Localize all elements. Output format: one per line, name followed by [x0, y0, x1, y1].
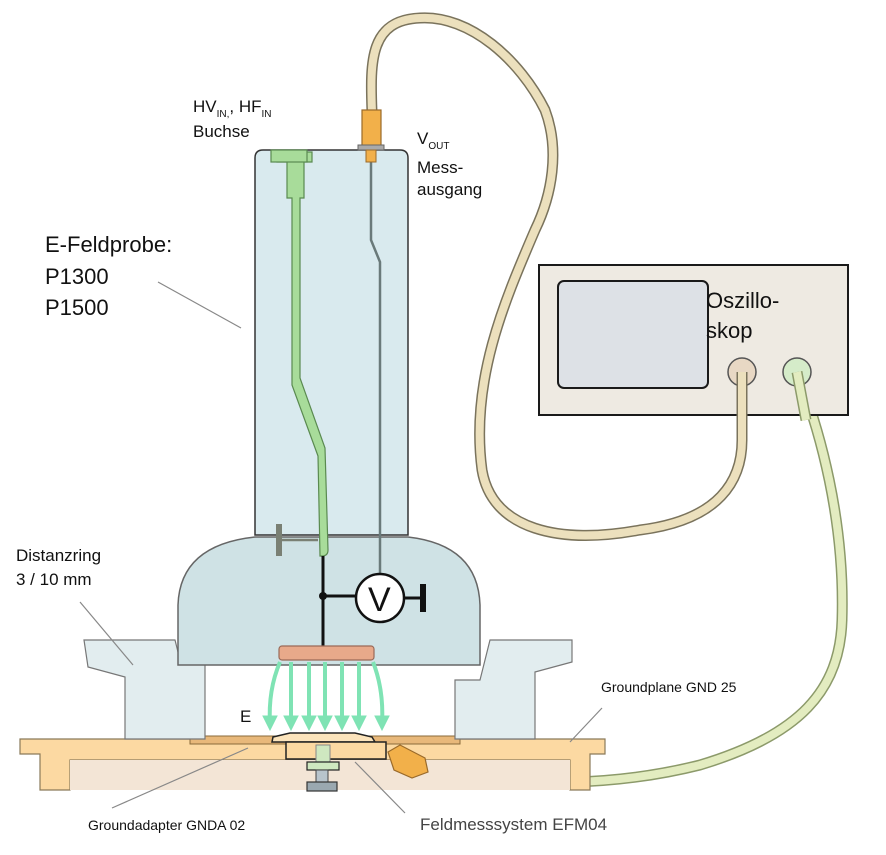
- oscilloscope: Oszillo- skop: [538, 264, 849, 422]
- ausgang-label: ausgang: [417, 180, 482, 199]
- buchse-label: Buchse: [193, 122, 250, 141]
- signal-wire: [369, 160, 382, 578]
- ground-symbol: [420, 584, 426, 612]
- e-field-probe: V: [177, 149, 481, 666]
- capacitor-plate: [276, 524, 282, 556]
- oscilloscope-label-line2: skop: [706, 318, 752, 343]
- electrode: [278, 645, 375, 661]
- probe-base: [177, 536, 481, 666]
- distanzring-label-line1: Distanzring: [16, 546, 101, 565]
- probe-label-line2: P1300: [45, 264, 109, 289]
- vout-label: VOUT: [417, 129, 449, 152]
- hv-input-label: HVIN,, HFIN: [193, 97, 272, 120]
- efm-connector: [387, 744, 429, 779]
- groundplane-label: Groundplane GND 25: [601, 679, 737, 695]
- vout-cable: [365, 12, 748, 541]
- hv-socket: [270, 149, 308, 163]
- voltmeter-label: V: [368, 581, 391, 619]
- hv-conductor: [276, 151, 329, 557]
- distanzring: [83, 639, 573, 740]
- vout-connector: [357, 109, 385, 163]
- distanzring-label-line2: 3 / 10 mm: [16, 570, 92, 589]
- probe-housing: [254, 149, 409, 536]
- efm04-label: Feldmesssystem EFM04: [420, 815, 607, 834]
- groundadapter-label: Groundadapter GNDA 02: [88, 817, 245, 833]
- probe-label-line3: P1500: [45, 295, 109, 320]
- e-field-label: E: [240, 707, 251, 726]
- oscilloscope-label-line1: Oszillo-: [706, 288, 779, 313]
- e-field-arrows: [262, 661, 390, 732]
- leader-lines: [79, 281, 603, 814]
- oscilloscope-screen: [557, 280, 709, 389]
- efm04-sensor: [271, 732, 429, 792]
- mess-label: Mess-: [417, 158, 463, 177]
- probe-label-line1: E-Feldprobe:: [45, 232, 172, 257]
